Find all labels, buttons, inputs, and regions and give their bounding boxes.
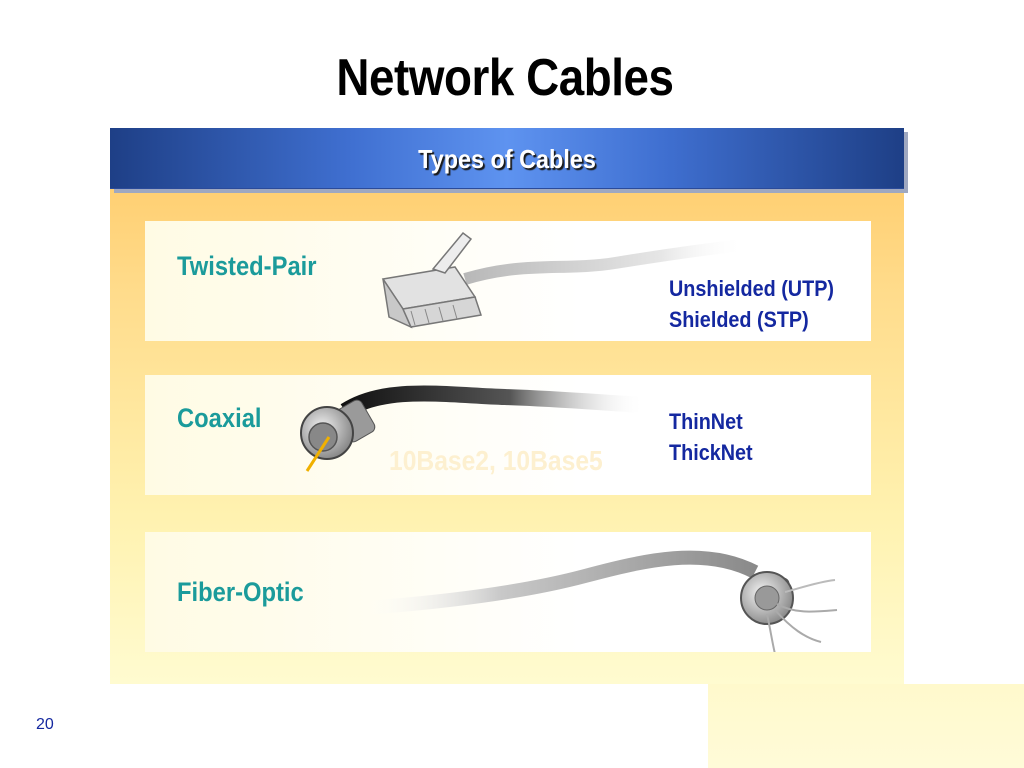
panel-header-title: Types of Cables [418, 144, 596, 174]
detail-utp: Unshielded (UTP) [669, 276, 835, 301]
row-fiber-optic: Fiber-Optic [145, 532, 871, 652]
row-details-twisted-pair: Unshielded (UTP) Shielded (STP) [669, 273, 834, 335]
rj45-connector-icon [381, 231, 746, 329]
row-twisted-pair: Twisted-Pair Unshielded (UTP) Shielded (… [145, 221, 871, 341]
detail-stp: Shielded (STP) [669, 307, 809, 332]
panel-header: Types of Cables [110, 128, 904, 189]
row-coaxial: Coaxial 10Base2, 10Base5 ThinNet ThickNe… [145, 375, 871, 495]
row-details-coaxial: ThinNet ThickNet [669, 406, 753, 468]
detail-thinnet: ThinNet [669, 409, 743, 434]
coaxial-standards-note: 10Base2, 10Base5 [389, 445, 603, 476]
row-label-twisted-pair: Twisted-Pair [177, 251, 317, 281]
slide-number: 20 [36, 716, 54, 733]
detail-thicknet: ThickNet [669, 440, 753, 465]
fiber-optic-connector-icon [364, 550, 838, 652]
coaxial-connector-icon [300, 385, 646, 472]
row-label-coaxial: Coaxial [177, 403, 262, 433]
row-label-fiber-optic: Fiber-Optic [177, 577, 304, 607]
corner-shade [708, 684, 1024, 768]
slide-title: Network Cables [336, 49, 674, 107]
